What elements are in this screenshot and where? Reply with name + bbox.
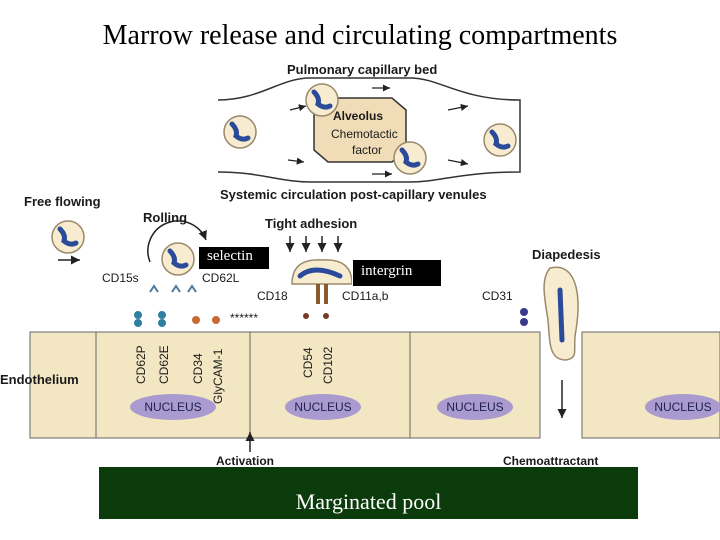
alveolus-label: Alveolus	[333, 109, 383, 123]
pulmonary-cell-bottom	[394, 142, 426, 174]
diapedesis-stage: Diapedesis CD31	[482, 247, 601, 361]
integrin-stalk	[324, 284, 328, 304]
nucleus-2	[285, 394, 361, 420]
cd11ab-label: CD11a,b	[342, 289, 389, 303]
flow-arrow	[287, 157, 305, 165]
nucleus-4-label: NUCLEUS	[654, 400, 711, 414]
cd31-molecule	[520, 308, 528, 316]
marginated-pool-label: Marginated pool	[295, 489, 442, 514]
adherent-cell-nucleus	[297, 267, 343, 279]
selectin-overlay: selectin	[198, 246, 270, 270]
pulmonary-capillary-bed: Pulmonary capillary bed Alveolus Chemota…	[217, 62, 521, 202]
endothelium-label: Endothelium	[0, 372, 79, 387]
diapedesis-cell-nucleus	[557, 287, 565, 343]
nucleus-3	[437, 394, 513, 420]
nucleus-1-label: NUCLEUS	[144, 400, 201, 414]
pulmonary-bed-label: Pulmonary capillary bed	[287, 62, 437, 77]
free-flowing-label: Free flowing	[24, 194, 101, 209]
marginated-pool-box: Marginated pool	[99, 467, 638, 519]
nucleus-1	[130, 394, 216, 420]
rolling-cell	[162, 243, 194, 275]
chemotactic-label: Chemotactic	[331, 127, 398, 141]
cd62p-label: CD62P	[134, 345, 148, 384]
cd34-label: CD34	[191, 353, 205, 384]
activation-label: Activation	[216, 454, 274, 468]
systemic-circulation-label: Systemic circulation post-capillary venu…	[220, 187, 487, 202]
cd15s-label: CD15s	[102, 271, 139, 285]
endothelial-cell-strip-left	[29, 331, 541, 439]
cd54-label: CD54	[301, 347, 315, 378]
pulmonary-cell-top	[306, 84, 338, 116]
flow-arrow	[289, 104, 307, 112]
cd62l-label: CD62L	[202, 271, 240, 285]
diapedesis-label: Diapedesis	[532, 247, 601, 262]
nucleus-2-label: NUCLEUS	[294, 400, 351, 414]
free-flowing-cell	[52, 221, 84, 253]
cd31-label: CD31	[482, 289, 513, 303]
tight-adhesion-label: Tight adhesion	[265, 216, 357, 231]
chemoattractant-label: Chemoattractant	[503, 454, 598, 468]
cd31-molecule	[520, 318, 528, 326]
cd62e-label: CD62E	[157, 345, 171, 384]
free-flowing-stage: Free flowing	[24, 194, 101, 265]
cd62p-molecule	[134, 311, 142, 319]
page-title: Marrow release and circulating compartme…	[102, 20, 618, 51]
cd18-label: CD18	[257, 289, 288, 303]
intergrin-overlay: intergrin	[352, 259, 442, 287]
rolling-arrow	[147, 220, 207, 263]
flow-arrow	[447, 159, 469, 167]
pulmonary-cell-right	[484, 124, 516, 156]
asterisks: ******	[230, 311, 258, 325]
glycam-molecule	[212, 316, 220, 324]
cd102-label: CD102	[321, 346, 335, 384]
selectin-ligands	[149, 284, 197, 293]
cd34-molecule	[192, 316, 200, 324]
cd62e-molecule	[158, 319, 166, 327]
integrin-stalk	[316, 284, 320, 304]
cd62e-molecule	[158, 311, 166, 319]
factor-label: factor	[352, 143, 382, 157]
flow-arrow	[447, 103, 469, 111]
cd54-molecule	[303, 313, 309, 319]
glycam-label: GlyCAM-1	[211, 348, 225, 404]
endothelial-cell-strip-right	[581, 331, 720, 439]
cd62p-molecule	[134, 319, 142, 327]
nucleus-3-label: NUCLEUS	[446, 400, 503, 414]
rolling-stage: Rolling CD15s CD62L ******	[102, 210, 258, 325]
cd102-molecule	[323, 313, 329, 319]
rolling-label: Rolling	[143, 210, 187, 225]
pulmonary-cell-left	[224, 116, 256, 148]
tight-adhesion-stage: Tight adhesion CD18 CD11a,b	[257, 216, 389, 304]
endothelium-layer: Endothelium CD62P CD62E CD34 GlyCAM-1 CD…	[0, 308, 720, 439]
nucleus-4	[645, 394, 720, 420]
